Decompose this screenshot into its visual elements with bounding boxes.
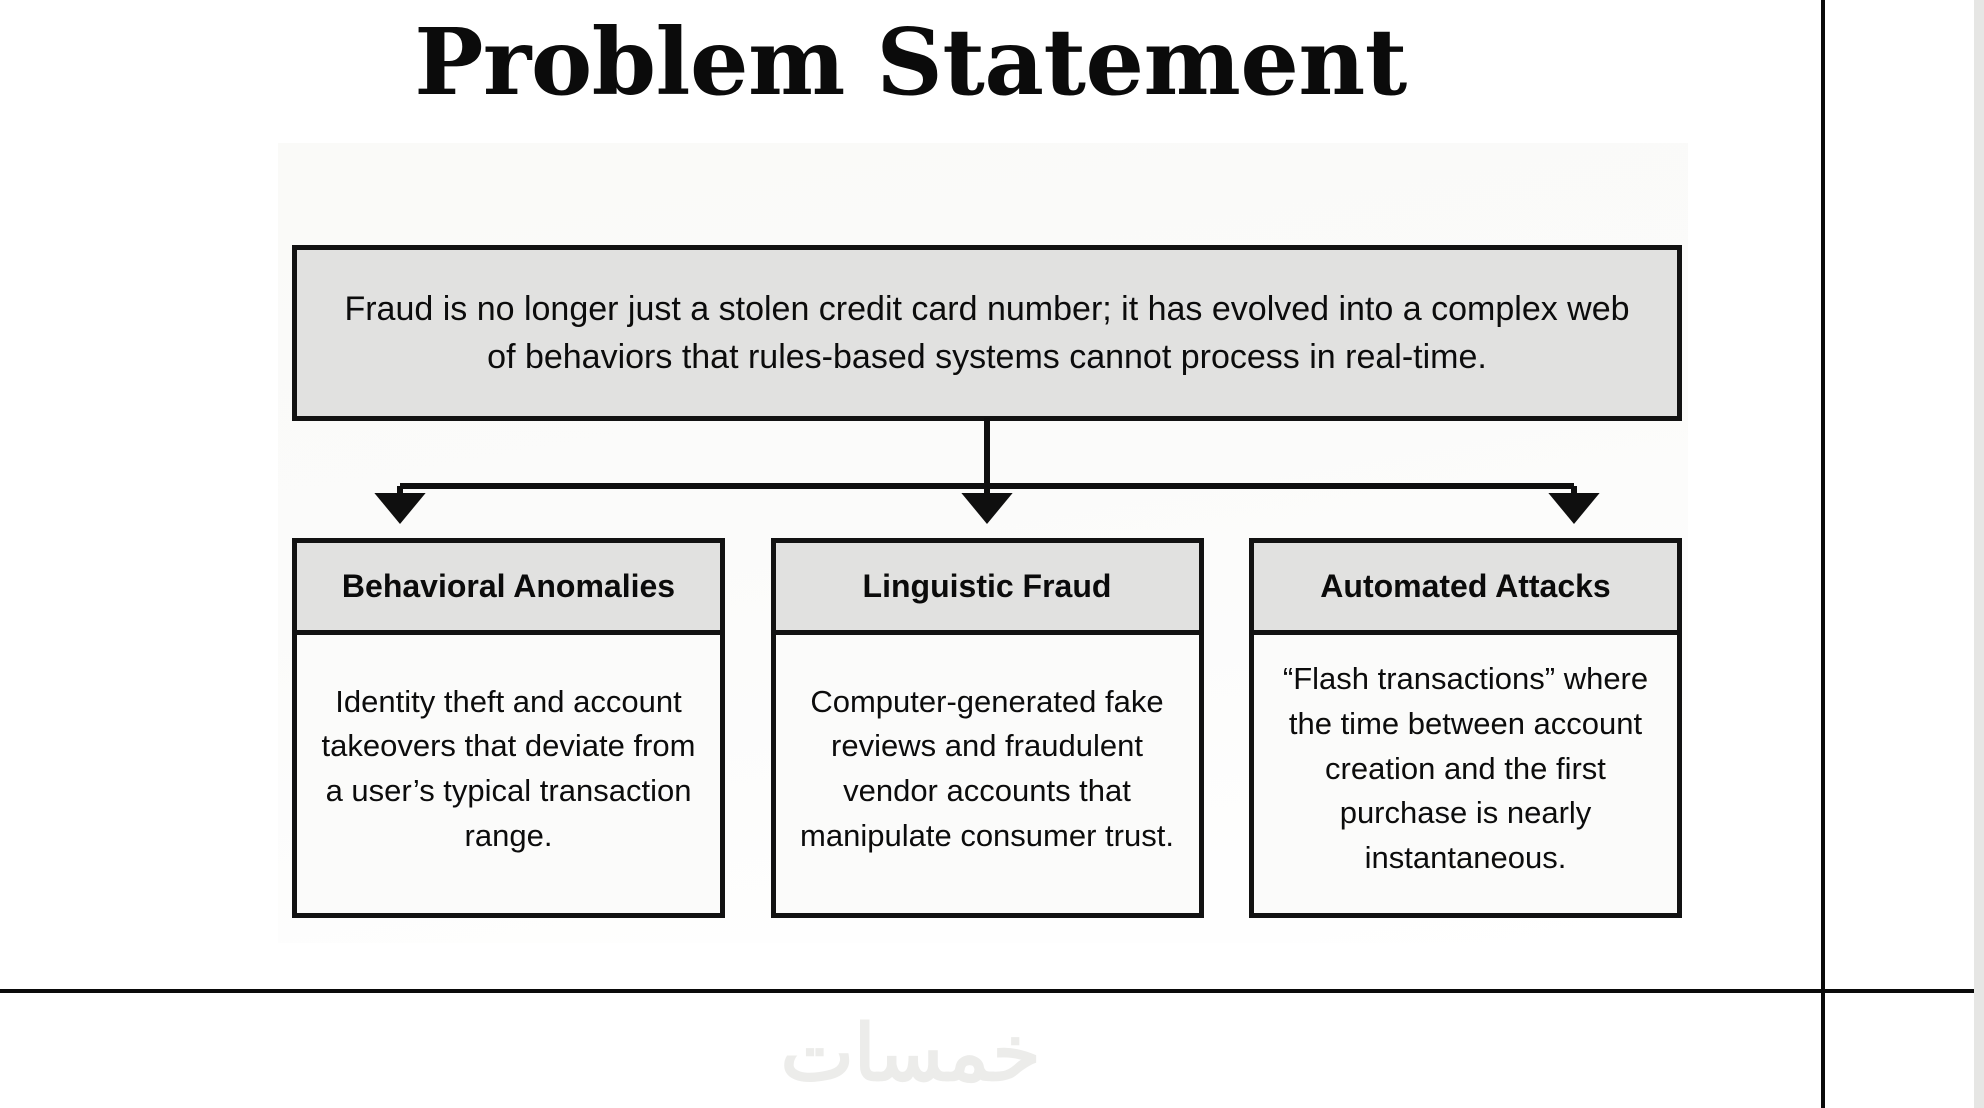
card-body: Computer-generated fake reviews and frau… (776, 635, 1199, 913)
card-description: Identity theft and account takeovers tha… (321, 683, 696, 853)
page-title: Problem Statement (414, 8, 1407, 116)
card-header: Automated Attacks (1254, 543, 1677, 635)
branch-card-row: Behavioral Anomalies Identity theft and … (292, 538, 1682, 918)
watermark-text: خمسات (780, 1009, 1041, 1097)
root-statement-box: Fraud is no longer just a stolen credit … (292, 245, 1682, 421)
card-description: “Flash transactions” where the time betw… (1282, 661, 1649, 875)
card-header: Behavioral Anomalies (297, 543, 720, 635)
card-header: Linguistic Fraud (775, 543, 1199, 635)
branch-card-automated-attacks[interactable]: Automated Attacks “Flash transactions” w… (1249, 538, 1682, 918)
card-title: Linguistic Fraud (862, 568, 1112, 605)
right-edge-strip (1974, 0, 1984, 1108)
branch-card-linguistic-fraud[interactable]: Linguistic Fraud Computer-generated fake… (770, 538, 1204, 918)
branch-card-behavioral-anomalies[interactable]: Behavioral Anomalies Identity theft and … (292, 538, 725, 918)
right-margin-rule (1821, 0, 1825, 1108)
card-body: “Flash transactions” where the time betw… (1254, 635, 1677, 913)
root-statement-text: Fraud is no longer just a stolen credit … (344, 289, 1630, 376)
footer-divider-rule (0, 989, 1984, 993)
card-body: Identity theft and account takeovers tha… (297, 635, 720, 913)
card-title: Behavioral Anomalies (341, 568, 676, 605)
card-description: Computer-generated fake reviews and frau… (800, 683, 1174, 853)
card-title: Automated Attacks (1320, 568, 1611, 605)
